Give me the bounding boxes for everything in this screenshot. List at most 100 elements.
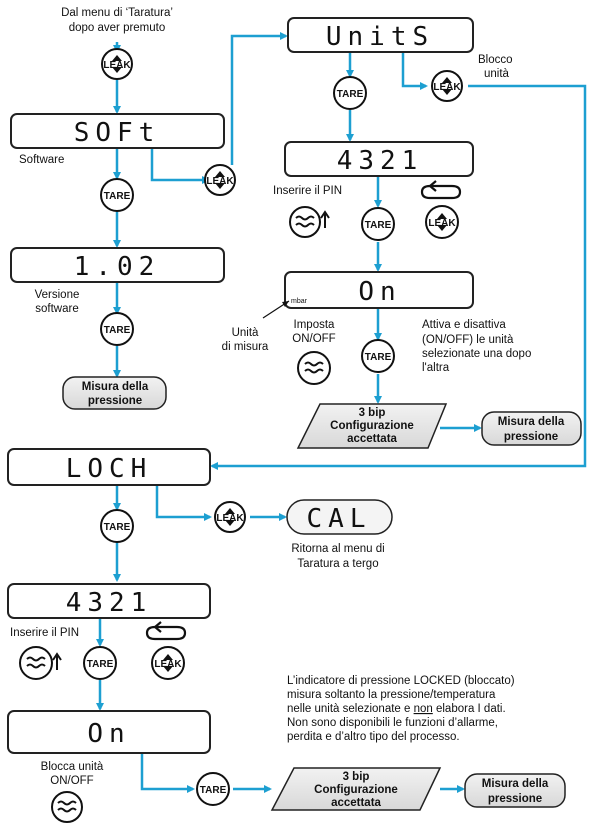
leak-button-label: LEAK	[428, 218, 456, 229]
note-line-3-c: elabora I dati.	[433, 703, 506, 715]
lcd-display-pin: 4321	[284, 141, 474, 177]
lcd-display-lock: LOCH	[7, 448, 211, 486]
tare-button[interactable]: TARE	[100, 312, 134, 346]
wave-button[interactable]	[19, 646, 53, 680]
leak-button-label: LEAK	[103, 60, 131, 71]
parallelogram-line-1: 3 bip	[343, 771, 370, 783]
blocca-label-2: ON/OFF	[50, 775, 93, 787]
tare-button-label: TARE	[87, 659, 114, 670]
leak-button[interactable]: LEAK	[204, 164, 236, 196]
note-line-3: nelle unità selezionate e non elabora I …	[287, 703, 506, 715]
unit-label-1: Unità	[232, 327, 259, 339]
loop-icon	[420, 180, 462, 200]
lcd-text: 1.02	[74, 252, 161, 282]
lcd-display-units: UnitS	[287, 17, 474, 53]
note-line-3-a: nelle unità selezionate e	[287, 703, 414, 715]
terminal-line-2: pressione	[88, 395, 142, 407]
leak-button-label: LEAK	[154, 659, 182, 670]
attiva-line-2: (ON/OFF) le unità	[422, 334, 514, 346]
pin-prompt-label: Inserire il PIN	[273, 185, 342, 197]
version-label-2: software	[35, 303, 78, 315]
tare-button-label: TARE	[104, 325, 131, 336]
blocco-label-2: unità	[484, 68, 510, 80]
ritorna-line-1: Ritorna al menu di	[291, 543, 384, 555]
leak-button[interactable]: LEAK	[425, 205, 459, 239]
lcd-display-version: 1.02	[10, 247, 225, 283]
config-accepted-box: 3 bip Configurazione accettata	[296, 403, 448, 449]
terminal-line-1: Misura della	[82, 381, 149, 393]
leak-button[interactable]: LEAK	[101, 48, 133, 80]
blocca-label-1: Blocca unità	[41, 761, 104, 773]
leak-button-label: LEAK	[216, 513, 244, 524]
leak-button[interactable]: LEAK	[214, 501, 246, 533]
wave-button[interactable]	[51, 791, 83, 823]
ritorna-line-2: Taratura a tergo	[297, 558, 378, 570]
lcd-display-on-2: On	[7, 710, 211, 754]
unit-label-2: di misura	[222, 341, 269, 353]
tare-button-label: TARE	[365, 352, 392, 363]
lcd-text: LOCH	[66, 454, 153, 484]
attiva-line-1: Attiva e disattiva	[422, 319, 506, 331]
tare-button[interactable]: TARE	[361, 207, 395, 241]
attiva-line-3: selezionate una dopo	[422, 348, 531, 360]
lcd-text: CAL	[307, 504, 372, 534]
lcd-text: 4321	[337, 146, 424, 176]
terminal-line-2: pressione	[488, 793, 542, 805]
tare-button[interactable]: TARE	[100, 178, 134, 212]
leak-button[interactable]: LEAK	[431, 70, 463, 102]
lcd-text: SOFt	[74, 118, 161, 148]
attiva-line-4: l'altra	[422, 362, 450, 374]
tare-button[interactable]: TARE	[83, 646, 117, 680]
tare-button[interactable]: TARE	[100, 509, 134, 543]
tare-button[interactable]: TARE	[361, 339, 395, 373]
leak-button-label: LEAK	[433, 82, 461, 93]
note-line-3-underlined: non	[414, 703, 433, 715]
imposta-label-2: ON/OFF	[292, 333, 335, 345]
parallelogram-line-2: Configurazione	[330, 420, 414, 432]
lcd-display-pin-2: 4321	[7, 583, 211, 619]
lcd-text: UnitS	[326, 22, 434, 52]
lcd-display-soft: SOFt	[10, 113, 225, 149]
pointer-arrowhead	[282, 301, 289, 307]
version-label-1: Versione	[35, 289, 80, 301]
note-line-4: Non sono disponibili le funzioni d’allar…	[287, 717, 498, 729]
tare-button-label: TARE	[365, 220, 392, 231]
pin-prompt-label-2: Inserire il PIN	[10, 627, 79, 639]
tare-button[interactable]: TARE	[333, 76, 367, 110]
terminal-measure-pressure: Misura della pressione	[464, 773, 566, 808]
leak-button-label: LEAK	[206, 176, 234, 187]
lcd-text: On	[87, 719, 130, 749]
blocco-label-1: Blocco	[478, 54, 513, 66]
lcd-text: 4321	[66, 588, 153, 618]
lcd-text: On	[358, 277, 401, 307]
wave-button[interactable]	[289, 206, 321, 238]
locked-note: L’indicatore di pressione LOCKED (blocca…	[287, 675, 515, 743]
parallelogram-line-2: Configurazione	[314, 784, 398, 796]
parallelogram-line-1: 3 bip	[359, 407, 386, 419]
imposta-label-1: Imposta	[294, 319, 336, 331]
terminal-line-1: Misura della	[498, 416, 565, 428]
intro-line-2: dopo aver premuto	[69, 22, 166, 34]
tare-button-label: TARE	[104, 522, 131, 533]
terminal-line-1: Misura della	[482, 778, 549, 790]
note-line-2: misura soltanto la pressione/temperatura	[287, 689, 496, 701]
mbar-label: mbar	[291, 298, 308, 305]
cal-display: CAL	[286, 499, 393, 535]
leak-button[interactable]: LEAK	[151, 646, 185, 680]
loop-icon	[145, 621, 187, 641]
note-line-5: perdita e d’altro tipo del processo.	[287, 731, 460, 743]
software-label: Software	[19, 154, 64, 166]
terminal-measure-pressure: Misura della pressione	[62, 376, 167, 410]
wave-button[interactable]	[297, 351, 331, 385]
lcd-display-on: On mbar	[284, 271, 474, 309]
tare-button-label: TARE	[200, 785, 227, 796]
tare-button-label: TARE	[337, 89, 364, 100]
config-accepted-box: 3 bip Configurazione accettata	[270, 767, 442, 811]
tare-button[interactable]: TARE	[196, 772, 230, 806]
note-line-1: L’indicatore di pressione LOCKED (blocca…	[287, 675, 515, 687]
parallelogram-line-3: accettata	[331, 797, 381, 809]
up-arrow-icon	[320, 210, 330, 228]
flow-arrows	[96, 32, 587, 793]
terminal-measure-pressure: Misura della pressione	[481, 411, 582, 446]
